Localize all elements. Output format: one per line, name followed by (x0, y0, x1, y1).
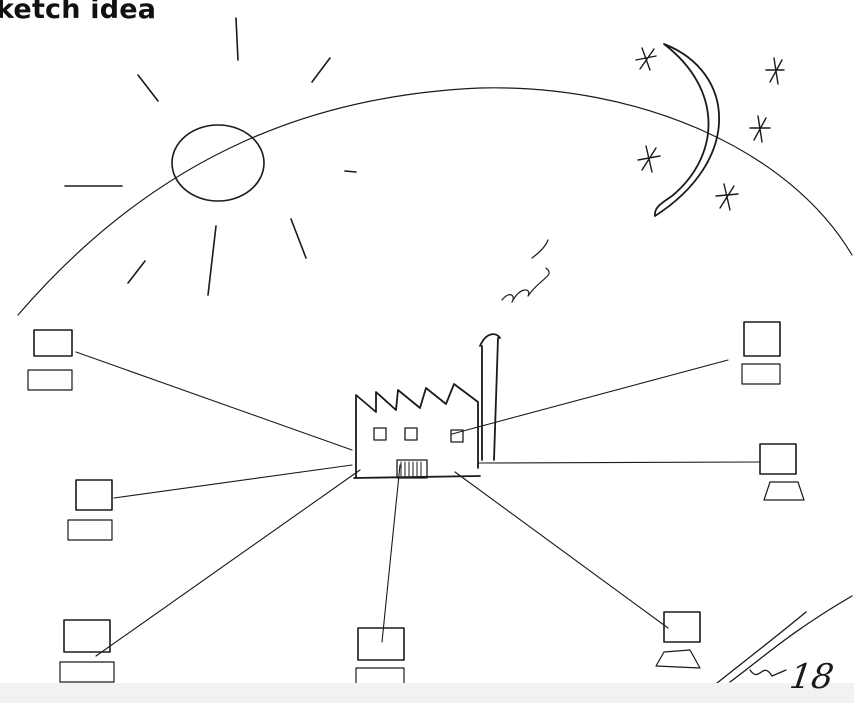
star-icon (716, 184, 738, 210)
star-icon-group (636, 48, 784, 210)
smoke-scribble (502, 240, 549, 302)
factory-icon (354, 334, 500, 478)
computer-terminal-icon (60, 620, 114, 682)
factory-window (405, 428, 417, 440)
signature-year: 18 (787, 657, 836, 697)
computer-terminal-icon (760, 444, 804, 500)
star-icon (636, 48, 656, 70)
sun-icon (65, 18, 356, 295)
connection-lines (76, 352, 760, 656)
computer-terminal-icon (656, 612, 700, 668)
factory-window (374, 428, 386, 440)
star-icon (766, 58, 784, 84)
crescent-moon-icon (655, 44, 719, 216)
bottom-band (0, 683, 854, 703)
computer-terminal-icon (356, 628, 404, 688)
computer-terminal-icon (28, 330, 72, 390)
star-icon (638, 146, 660, 172)
sky-arc (18, 88, 852, 315)
star-icon (750, 116, 770, 142)
computer-terminal-icon (68, 480, 112, 540)
computer-terminal-icon (742, 322, 780, 384)
